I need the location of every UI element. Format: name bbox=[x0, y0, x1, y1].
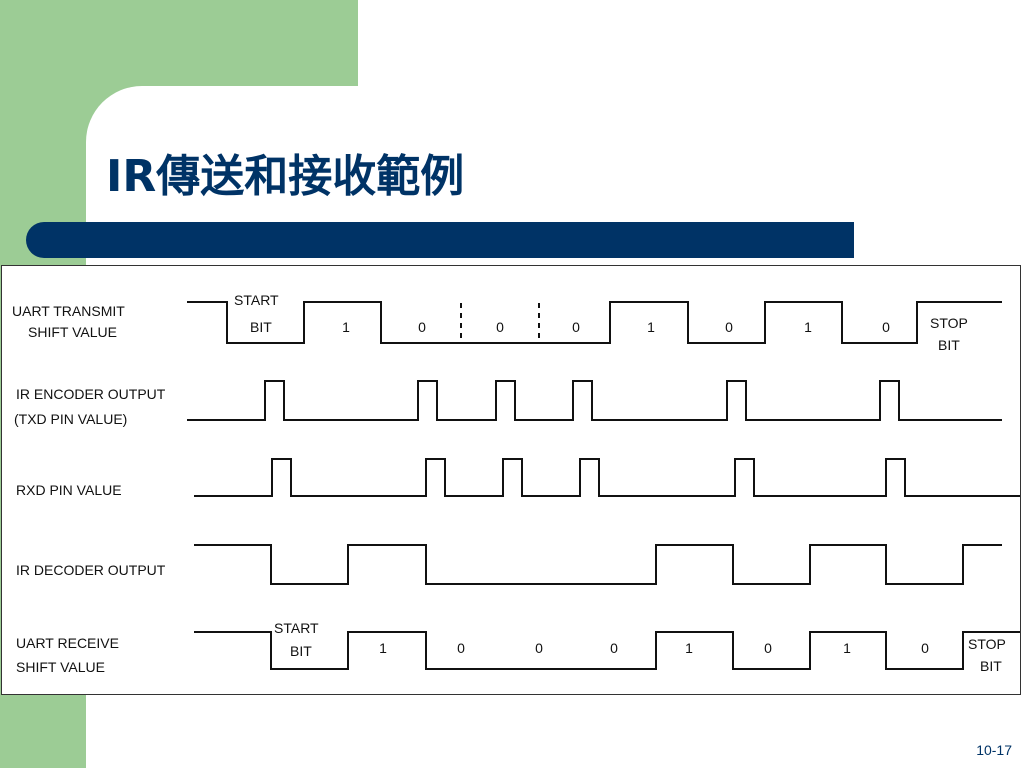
uart-transmit-stop-label: STOP bbox=[930, 315, 968, 331]
rxd-pin-label: RXD PIN VALUE bbox=[16, 482, 122, 498]
timing-diagram: UART TRANSMIT SHIFT VALUE START BIT 1 0 0 0 1 0 1 0… bbox=[1, 265, 1021, 695]
uart-receive-bit-0: 1 bbox=[379, 640, 387, 656]
ir-encoder-waveform bbox=[187, 380, 1002, 421]
uart-transmit-start-bit-label: BIT bbox=[250, 319, 272, 335]
uart-transmit-bit-5: 0 bbox=[725, 319, 733, 335]
uart-receive-start-label: START bbox=[274, 620, 319, 636]
uart-transmit-bit-6: 1 bbox=[804, 319, 812, 335]
uart-transmit-waveform bbox=[187, 301, 1002, 344]
uart-transmit-bit-1: 0 bbox=[418, 319, 426, 335]
uart-receive-bit-5: 0 bbox=[764, 640, 772, 656]
uart-transmit-bit-4: 1 bbox=[647, 319, 655, 335]
uart-receive-start-bit-label: BIT bbox=[290, 643, 312, 659]
uart-transmit-start-label: START bbox=[234, 292, 279, 308]
ir-decoder-waveform bbox=[194, 544, 1002, 585]
uart-receive-waveform bbox=[194, 631, 1020, 670]
ir-encoder-label-line1: IR ENCODER OUTPUT bbox=[16, 386, 166, 402]
uart-receive-label-line1: UART RECEIVE bbox=[16, 635, 119, 651]
slide-title: IR傳送和接收範例 bbox=[106, 151, 465, 202]
ir-encoder-label-line2: (TXD PIN VALUE) bbox=[14, 411, 127, 427]
uart-receive-stop-label: STOP bbox=[968, 636, 1006, 652]
page-number: 10-17 bbox=[976, 742, 1012, 758]
uart-transmit-stop-bit-label: BIT bbox=[938, 337, 960, 353]
rxd-pin-waveform bbox=[194, 458, 1020, 497]
title-underline-bar bbox=[26, 222, 854, 258]
uart-receive-bit-2: 0 bbox=[535, 640, 543, 656]
uart-transmit-label-line1: UART TRANSMIT bbox=[12, 303, 125, 319]
uart-receive-stop-bit-label: BIT bbox=[980, 658, 1002, 674]
uart-transmit-bit-7: 0 bbox=[882, 319, 890, 335]
uart-transmit-label-line2: SHIFT VALUE bbox=[28, 324, 117, 340]
uart-receive-bit-6: 1 bbox=[843, 640, 851, 656]
uart-transmit-bit-2: 0 bbox=[496, 319, 504, 335]
uart-receive-bit-1: 0 bbox=[457, 640, 465, 656]
ir-decoder-label: IR DECODER OUTPUT bbox=[16, 562, 166, 578]
uart-receive-bit-7: 0 bbox=[921, 640, 929, 656]
uart-transmit-bit-0: 1 bbox=[342, 319, 350, 335]
uart-receive-bit-3: 0 bbox=[610, 640, 618, 656]
timing-diagram-svg: UART TRANSMIT SHIFT VALUE START BIT 1 0 0 0 1 0 1 0… bbox=[12, 292, 1020, 675]
uart-receive-label-line2: SHIFT VALUE bbox=[16, 659, 105, 675]
uart-transmit-bit-3: 0 bbox=[572, 319, 580, 335]
uart-receive-bit-4: 1 bbox=[685, 640, 693, 656]
